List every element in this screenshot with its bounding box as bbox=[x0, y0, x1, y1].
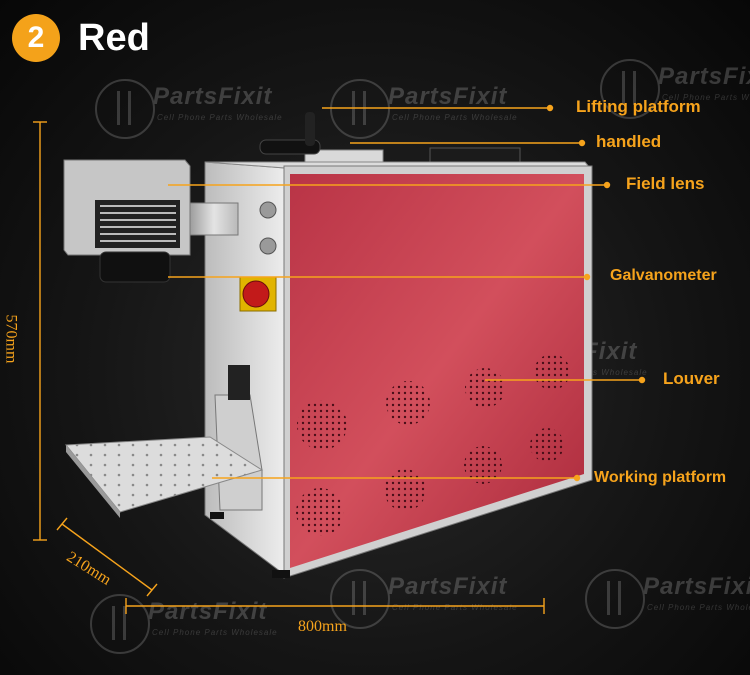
step-number-badge: 2 bbox=[12, 14, 60, 62]
handle-grip bbox=[429, 147, 521, 163]
watermark-icon bbox=[585, 569, 645, 629]
louver-vent bbox=[386, 381, 430, 425]
dimension-width: 800mm bbox=[298, 618, 347, 635]
foot bbox=[272, 570, 290, 578]
louver-vent bbox=[530, 428, 564, 462]
watermark-logo: PartsFixit Cell Phone Parts Wholesale bbox=[90, 590, 290, 660]
watermark-tagline: Cell Phone Parts Wholesale bbox=[392, 603, 518, 612]
louver-vent bbox=[297, 400, 347, 450]
watermark-icon bbox=[330, 569, 390, 629]
watermark-brand: PartsFixit bbox=[388, 83, 508, 110]
watermark-brand: PartsFixit bbox=[153, 83, 273, 110]
knob-icon bbox=[259, 201, 277, 219]
working-platform-edge bbox=[66, 445, 120, 518]
callout-handled: handled bbox=[596, 132, 662, 151]
lifting-wheel bbox=[259, 139, 321, 155]
red-front-panel bbox=[290, 174, 584, 568]
callout-lifting-platform: Lifting platform bbox=[576, 97, 701, 116]
louver-vent bbox=[465, 368, 505, 408]
watermark-brand: PartsFixit bbox=[643, 573, 750, 600]
watermark-logo: PartsFixit Cell Phone Parts Wholesale bbox=[330, 75, 530, 145]
callout-louver: Louver bbox=[663, 369, 720, 388]
emergency-stop-icon bbox=[242, 280, 270, 308]
louver-vent bbox=[534, 354, 570, 390]
field-lens bbox=[99, 251, 171, 283]
knob-icon bbox=[259, 237, 277, 255]
working-platform-holes bbox=[66, 437, 262, 512]
watermark-tagline: Cell Phone Parts Wholesale bbox=[392, 113, 518, 122]
louver-vent bbox=[296, 488, 344, 536]
watermark-logo: PartsFixit Cell Phone Parts Wholesale bbox=[585, 565, 750, 635]
heat-sink-fins bbox=[100, 205, 176, 242]
callout-working-platform: Working platform bbox=[594, 469, 727, 486]
watermark-tagline: Cell Phone Parts Wholesale bbox=[157, 113, 283, 122]
dimension-height: 570mm bbox=[2, 314, 20, 364]
watermark-icon bbox=[600, 59, 660, 119]
watermark-tagline: Cell Phone Parts Wholesale bbox=[152, 628, 278, 637]
callout-galvanometer: Galvanometer bbox=[610, 267, 717, 284]
callout-lines bbox=[168, 104, 646, 482]
lifting-crank bbox=[305, 112, 315, 146]
dimension-lines bbox=[33, 121, 545, 614]
watermark-brand: PartsFixit bbox=[388, 573, 508, 600]
connector-arm bbox=[189, 202, 239, 236]
column-bracket bbox=[228, 365, 250, 400]
watermark-tagline: Cell Phone Parts Wholesale bbox=[662, 93, 750, 102]
louver-vent bbox=[464, 446, 502, 484]
watermark-tagline: Cell Phone Parts Wholesale bbox=[647, 603, 750, 612]
louver-vent bbox=[384, 469, 426, 511]
watermark-icon bbox=[90, 594, 150, 654]
watermark-logo: PartsFixit Cell Phone Parts Wholesale bbox=[95, 75, 295, 145]
foot bbox=[210, 512, 224, 519]
watermark-logo: PartsFixit Cell Phone Parts Wholesale bbox=[330, 565, 530, 635]
color-title: Red bbox=[78, 17, 150, 59]
watermark-brand: PartsFixit bbox=[148, 598, 268, 625]
watermark-brand: PartsFixit bbox=[658, 63, 750, 90]
watermark-logo: PartsFixit Cell Phone Parts Wholesale bbox=[600, 55, 750, 125]
callout-field-lens: Field lens bbox=[626, 174, 705, 193]
watermark-icon bbox=[95, 79, 155, 139]
